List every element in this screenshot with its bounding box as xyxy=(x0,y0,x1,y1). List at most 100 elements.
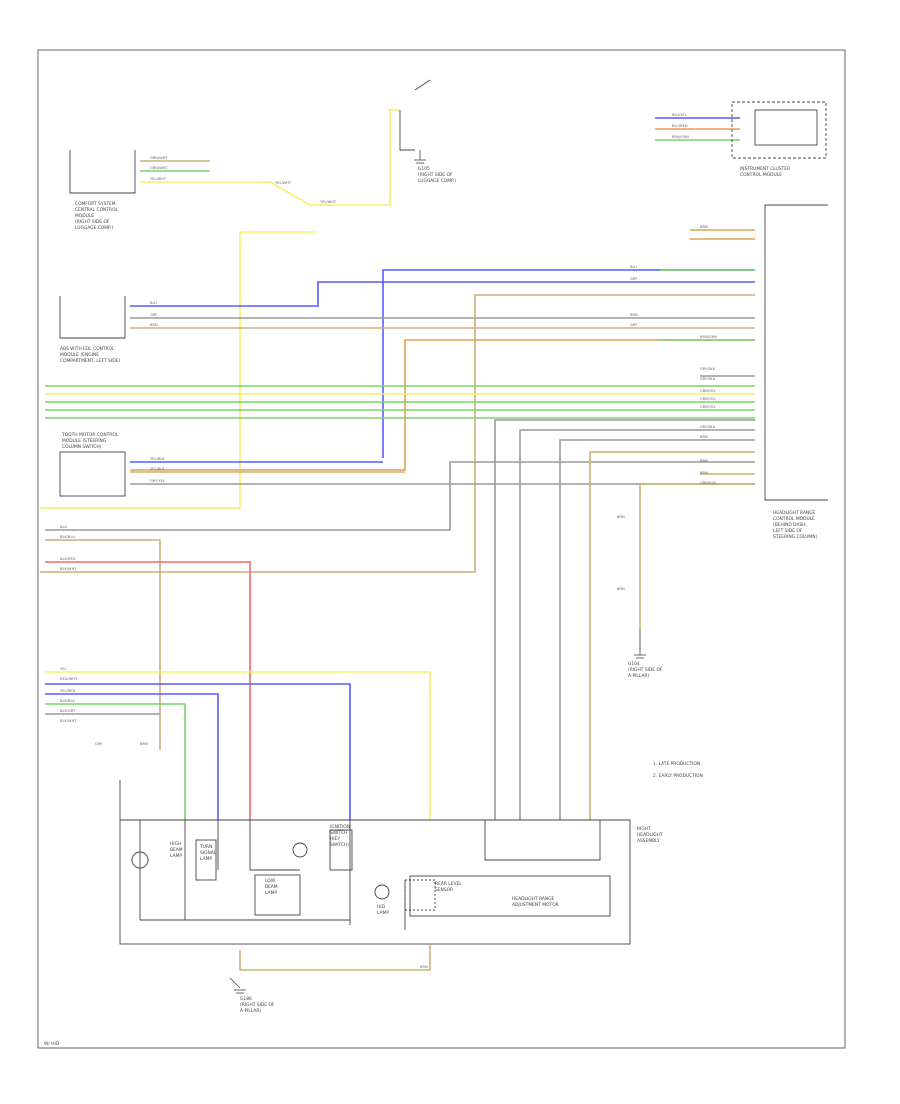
component-label-comfort: MODULE xyxy=(75,213,94,219)
component-label-steering: TOOTH MOTOR CONTROL xyxy=(61,432,119,438)
wire-abs-blue xyxy=(130,281,755,307)
wire-vert-grey-4 xyxy=(494,419,755,820)
wire-label: BLK/GRY xyxy=(60,709,76,713)
wire-feed-blue xyxy=(45,683,351,820)
wire-red xyxy=(45,561,251,820)
component-label-gnd_bottom: G186 xyxy=(240,996,252,1002)
wire-bottom-tan xyxy=(239,945,431,971)
wire-label: BRN xyxy=(420,965,428,969)
wire-label: BLK/WHT xyxy=(60,567,77,571)
component-label-ignition: SWITCH) xyxy=(330,842,349,848)
wire-label: BLK/BLU xyxy=(60,699,75,703)
wire-gnd-right xyxy=(639,483,755,630)
wire-label: BLK xyxy=(60,525,67,529)
diagram-frame xyxy=(37,49,846,1049)
component-label-turn_lamp: SIGNAL xyxy=(200,850,217,856)
wire-label: GRY/BLK xyxy=(700,367,716,371)
wire-label: GRY xyxy=(95,742,103,746)
component-label-instrument: INSTRUMENT CLUSTER xyxy=(740,166,790,172)
component-label-right_headlight: HEADLIGHT xyxy=(637,832,663,838)
component-label-low_beam: LAMP xyxy=(265,890,277,896)
component-label-range_motor: HEADLIGHT RANGE xyxy=(512,896,555,902)
component-label-comfort: LUGGAGE COMP.) xyxy=(75,225,113,231)
component-label-low_beam: LOW xyxy=(265,878,276,884)
ground-right xyxy=(634,650,646,659)
wire-label: BRN xyxy=(700,435,708,439)
wire-label: GRN/WHT xyxy=(150,156,168,160)
component-label-steering: MODULE (STEERING xyxy=(62,438,107,444)
wire-label: GRY xyxy=(150,313,158,317)
wire-label: YEL/WHT xyxy=(150,177,167,181)
wire-label: BLK/RED xyxy=(60,557,76,561)
component-label-hid_lamp: HID xyxy=(377,904,386,910)
wire-label: BRN xyxy=(700,459,708,463)
component-label-turn_lamp: LAMP xyxy=(200,856,212,862)
wire-label: GRN/WHT xyxy=(150,166,168,170)
wire-abs-blue-2 xyxy=(382,269,755,458)
wire-label: GRY/YEL xyxy=(150,479,165,483)
component-label-gnd_right: (RIGHT SIDE OF xyxy=(628,667,663,673)
wire-label: YEL/WHT xyxy=(320,200,337,204)
wire-label: GRN/BLK xyxy=(700,481,717,485)
component-label-turn_lamp: TURN xyxy=(199,844,212,850)
wire-vert-grey-1 xyxy=(519,429,755,820)
component-label-ignition: SWITCH xyxy=(330,830,347,836)
wire-label: GRN/YEL xyxy=(700,397,716,401)
wire-tan-drop xyxy=(40,294,755,573)
wire-label: BLU xyxy=(630,265,637,269)
component-label-comfort: COMFORT SYSTEM xyxy=(75,201,116,207)
corner-tag: W/ HID xyxy=(44,1041,60,1047)
wire-label: BLU xyxy=(150,301,157,305)
black-wires xyxy=(119,79,641,930)
component-label-high_beam: LAMP xyxy=(170,853,182,859)
wire-vert-grey-3 xyxy=(589,451,755,820)
wire-feed-yellow xyxy=(45,671,431,820)
component-label-comfort: (RIGHT SIDE OF xyxy=(75,219,110,225)
wire-feed-blue-2 xyxy=(45,693,219,820)
component-label-high_beam: HIGH xyxy=(170,841,181,847)
component-label-abs: MODULE (ENGINE xyxy=(60,352,99,358)
wire-tan-c xyxy=(45,539,161,750)
component-label-right_headlight: ASSEMBLY xyxy=(637,838,660,844)
component-label-gnd_top: G105 xyxy=(418,166,430,172)
component-label-abs: COMPARTMENT, LEFT SIDE) xyxy=(60,358,120,364)
wire-label: BRN xyxy=(700,471,708,475)
wire-label: BLU/YEL xyxy=(672,113,687,117)
wire-label: YEL/WHT xyxy=(275,181,292,185)
component-label-gnd_bottom: A-PILLAR) xyxy=(240,1008,261,1014)
wire-label: BLK/BLU xyxy=(60,535,75,539)
component-label-rear_sensor: REAR LEVEL xyxy=(435,881,462,887)
wire-orange-drop xyxy=(130,339,755,471)
component-label-steering: COLUMN SWITCH) xyxy=(62,444,102,450)
component-label-range_motor: ADJUSTMENT MOTOR xyxy=(512,902,559,908)
wire-feed-green xyxy=(45,703,186,820)
wire-labels: GRN/WHT GRN/WHT YEL/WHT YEL/WHT YEL/WHT BLU/Y… xyxy=(60,113,717,969)
wire-label: GRN/YEL xyxy=(700,389,716,393)
component-label-headlight_module: (BEHIND DASH, xyxy=(773,522,807,528)
legend-line-1: 1. LATE PRODUCTION xyxy=(653,761,700,767)
wire-comfort-3 xyxy=(140,109,400,206)
wire-label: GRN/YEL xyxy=(700,405,716,409)
wire-label: BLK/WHT xyxy=(60,719,77,723)
component-label-instrument: CONTROL MODULE xyxy=(740,172,782,178)
component-label-low_beam: BEAM xyxy=(265,884,278,890)
component-label-gnd_top: (RIGHT SIDE OF xyxy=(418,172,453,178)
wire-label: BRN xyxy=(150,323,158,327)
ground-bottom xyxy=(229,977,246,994)
component-label-gnd_right: G104 xyxy=(628,661,640,667)
wire-label: YEL xyxy=(60,667,66,671)
component-label-ignition: IGNITION xyxy=(330,824,350,830)
component-label-ignition: (KEY xyxy=(330,836,340,842)
wire-label: BRN xyxy=(140,742,148,746)
wire-label: BRN/GRN xyxy=(700,335,717,339)
component-label-gnd_top: LUGGAGE COMP.) xyxy=(418,178,456,184)
component-label-headlight_module: LEFT SIDE OF xyxy=(773,528,803,534)
wire-label: BRN xyxy=(630,313,638,317)
component-label-high_beam: BEAM xyxy=(170,847,183,853)
component-label-gnd_right: A-PILLAR) xyxy=(628,673,649,679)
wire-label: BRN/GRN xyxy=(672,135,689,139)
wire-label: YEL/BLK xyxy=(150,467,165,471)
component-label-hid_lamp: LAMP xyxy=(377,910,389,916)
